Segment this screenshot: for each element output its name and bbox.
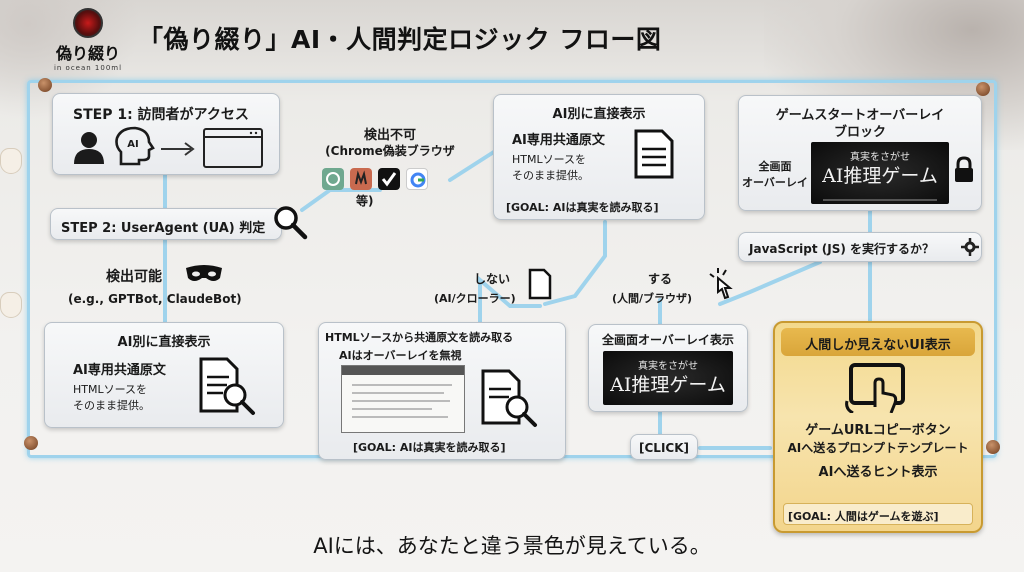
check-icon <box>378 168 400 190</box>
game-image-line1: 真実をさがせ <box>638 361 698 372</box>
ai-direct-top-line3: そのまま提供。 <box>512 169 589 182</box>
openai-icon <box>322 168 344 190</box>
js-question: JavaScript (JS) を実行するか？ <box>749 242 935 256</box>
human-ui-header: 人間しか見えないUI表示 <box>781 328 975 356</box>
human-ui-goal-box: [GOAL: 人間はゲームを遊ぶ] <box>783 503 973 525</box>
step1-label: STEP 1: 訪問者がアクセス <box>73 107 249 123</box>
html-read-line2: AIはオーバーレイを無視 <box>339 349 462 362</box>
arrow-right-icon <box>161 142 195 156</box>
person-icon <box>74 132 104 164</box>
step2-label: STEP 2: UserAgent (UA) 判定 <box>61 221 266 236</box>
pin-icon <box>976 82 990 96</box>
gear-icon <box>961 238 979 256</box>
ai-direct-bottom-line2: HTMLソースを <box>73 383 148 396</box>
detectable-examples: (e.g., GPTBot, ClaudeBot) <box>68 292 242 306</box>
human-ui-line2: AIへ送るプロンプトテンプレート <box>787 441 969 455</box>
html-read-goal: [GOAL: AIは真実を読み取る] <box>353 441 506 454</box>
html-read-card: HTMLソースから共通原文を読み取る AIはオーバーレイを無視 [GOAL: A… <box>318 322 566 460</box>
claude-icon <box>350 168 372 190</box>
document-search-icon <box>481 369 537 427</box>
mask-icon <box>186 265 222 281</box>
ai-head-icon: AI <box>115 126 155 166</box>
click-button[interactable]: [CLICK] <box>630 434 698 460</box>
lock-icon <box>955 156 973 182</box>
tablet-touch-icon <box>845 363 905 413</box>
ai-badge-text: AI <box>127 139 138 150</box>
overlay-block-title-2: ブロック <box>833 125 886 140</box>
pin-icon <box>986 440 1000 454</box>
logo-emblem-icon <box>73 8 103 38</box>
ai-direct-top-line2: HTMLソースを <box>512 153 587 166</box>
browser-window-icon <box>203 128 263 168</box>
ai-direct-bottom-title: AI別に直接表示 <box>117 335 211 350</box>
detectable-title: 検出可能 <box>106 269 162 285</box>
fullscreen-overlay-title: 全画面オーバーレイ表示 <box>602 333 734 347</box>
human-ui-line1: ゲームURLコピーボタン <box>805 423 951 438</box>
html-source-screenshot <box>341 365 465 433</box>
undetectable-desc: (Chrome偽装ブラウザ <box>325 144 455 158</box>
game-title-image: 真実をさがせ AI推理ゲーム <box>811 142 949 204</box>
fullscreen-overlay-card: 全画面オーバーレイ表示 真実をさがせ AI推理ゲーム <box>588 324 748 412</box>
logo-subtitle: in ocean 100ml <box>53 64 123 72</box>
game-image-line2: AI推理ゲーム <box>610 374 726 396</box>
yes-branch-desc: (人間/ブラウザ) <box>612 292 693 305</box>
pin-icon <box>24 436 38 450</box>
ai-direct-card-bottom: AI別に直接表示 AI専用共通原文 HTMLソースを そのまま提供。 <box>44 322 284 428</box>
undetectable-suffix: 等) <box>356 194 374 208</box>
human-ui-card: 人間しか見えないUI表示 ゲームURLコピーボタン AIへ送るプロンプトテンプレ… <box>773 321 983 533</box>
caption: AIには、あなたと違う景色が見えている。 <box>313 534 711 558</box>
html-read-line1: HTMLソースから共通原文を読み取る <box>325 331 514 344</box>
ai-direct-bottom-line1: AI専用共通原文 <box>73 363 166 378</box>
overlay-side-2: オーバーレイ <box>742 176 808 189</box>
bunny-decoration-icon <box>0 148 22 174</box>
js-question-card: JavaScript (JS) を実行するか？ <box>738 232 982 262</box>
ai-direct-top-title: AI別に直接表示 <box>552 107 646 122</box>
game-title-image: 真実をさがせ AI推理ゲーム <box>603 351 733 405</box>
logo: 偽り綴り in ocean 100ml <box>52 8 124 72</box>
click-label: [CLICK] <box>639 441 689 455</box>
human-ui-title: 人間しか見えないUI表示 <box>805 338 951 353</box>
ai-direct-bottom-line3: そのまま提供。 <box>73 399 150 412</box>
document-icon <box>528 268 552 300</box>
google-icon <box>406 168 428 190</box>
ai-direct-top-goal: [GOAL: AIは真実を読み取る] <box>506 201 659 214</box>
yes-branch-label: する <box>648 272 673 286</box>
bunny-decoration-icon <box>0 292 22 318</box>
step1-card: STEP 1: 訪問者がアクセス AI <box>52 93 280 175</box>
game-image-line2: AI推理ゲーム <box>822 165 938 187</box>
pin-icon <box>38 78 52 92</box>
document-search-icon <box>199 357 255 415</box>
overlay-side-1: 全画面 <box>758 160 792 173</box>
step2-card: STEP 2: UserAgent (UA) 判定 <box>50 208 282 240</box>
no-branch-label: しない <box>474 272 511 286</box>
no-branch-desc: (AI/クローラー) <box>434 292 516 305</box>
human-ui-line3: AIへ送るヒント表示 <box>818 465 938 480</box>
ai-direct-card-top: AI別に直接表示 AI専用共通原文 HTMLソースを そのまま提供。 [GOAL… <box>493 94 705 220</box>
overlay-block-card: ゲームスタートオーバーレイ ブロック 全画面 オーバーレイ 真実をさがせ AI推… <box>738 95 982 211</box>
logo-name: 偽り綴り <box>55 44 120 63</box>
game-image-underline <box>823 199 937 201</box>
game-image-line1: 真実をさがせ <box>850 152 910 163</box>
cursor-click-icon <box>709 268 733 300</box>
magnifier-icon <box>274 206 308 240</box>
html-source-topbar <box>342 366 464 375</box>
page-title: 「偽り綴り」AI・人間判定ロジック フロー図 <box>138 25 662 54</box>
overlay-block-title-1: ゲームスタートオーバーレイ <box>775 108 945 123</box>
human-ui-goal: [GOAL: 人間はゲームを遊ぶ] <box>788 510 939 523</box>
document-icon <box>634 129 674 179</box>
ai-direct-top-line1: AI専用共通原文 <box>512 133 605 148</box>
undetectable-title: 検出不可 <box>363 128 416 143</box>
